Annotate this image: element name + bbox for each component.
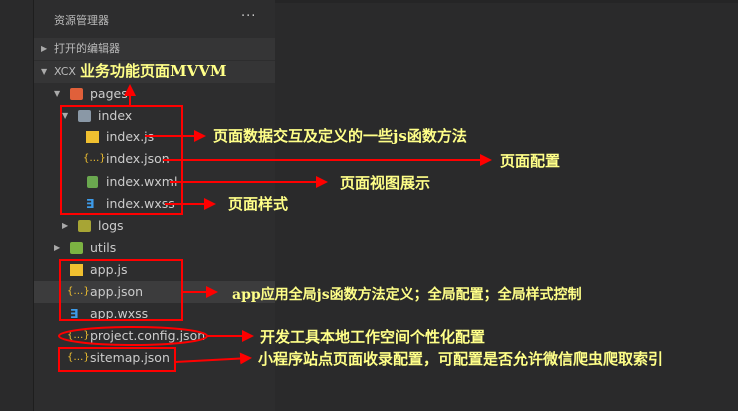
activity-bar <box>0 0 34 411</box>
tree-item-utils[interactable]: ▶ utils <box>34 237 275 259</box>
explorer-title: 资源管理器 <box>54 14 109 27</box>
project-label: XCX <box>54 65 76 78</box>
tree-item-label: index.wxss <box>106 196 175 211</box>
tree-item-index-json[interactable]: {…} index.json <box>34 148 275 170</box>
project-section[interactable]: ▼ XCX <box>34 61 275 83</box>
wxml-file-icon <box>87 176 98 188</box>
tree-item-label: sitemap.json <box>90 350 170 365</box>
chevron-right-icon: ▶ <box>62 221 69 230</box>
tree-item-label: index.js <box>106 129 155 144</box>
folder-utils-icon <box>70 242 83 254</box>
tree-item-index-wxml[interactable]: index.wxml <box>34 171 275 193</box>
annotation-index-wxss: 页面样式 <box>228 195 289 213</box>
more-actions-button[interactable]: ··· <box>241 9 257 24</box>
sitemap-arrow <box>174 352 252 365</box>
js-file-icon <box>70 264 83 276</box>
tree-item-app-wxss[interactable]: ∃ app.wxss <box>34 303 275 325</box>
tree-item-label: logs <box>98 218 124 233</box>
tree-item-label: index <box>98 108 133 123</box>
sitemap-box <box>58 347 176 372</box>
tree-item-label: pages <box>90 86 128 101</box>
annotation-index-json: 页面配置 <box>500 152 561 170</box>
chevron-right-icon: ▶ <box>41 44 48 53</box>
tree-item-project-config[interactable]: {…} project.config.json <box>34 325 275 347</box>
chevron-down-icon: ▼ <box>54 89 61 98</box>
folder-pages-icon <box>70 88 83 100</box>
folder-open-icon <box>78 110 91 122</box>
tree-item-logs[interactable]: ▶ logs <box>34 215 275 237</box>
chevron-down-icon: ▼ <box>41 67 48 76</box>
annotation-sitemap: 小程序站点页面收录配置，可配置是否允许微信爬虫爬取索引 <box>258 350 664 368</box>
app-group-box <box>59 259 183 321</box>
tree-item-sitemap[interactable]: {…} sitemap.json <box>34 347 275 369</box>
tree-item-label: project.config.json <box>90 328 206 343</box>
css-file-icon: ∃ <box>86 196 95 211</box>
tree-item-label: app.json <box>90 284 144 299</box>
open-editors-section[interactable]: ▶ 打开的编辑器 <box>34 38 275 60</box>
tree-item-index-wxss[interactable]: ∃ index.wxss <box>34 193 275 215</box>
js-file-icon <box>86 131 99 143</box>
json-file-icon: {…} <box>67 352 90 363</box>
tree-item-label: index.json <box>106 151 170 166</box>
title-bar <box>34 0 738 3</box>
json-file-icon: {…} <box>67 330 90 341</box>
annotation-app: app应用全局js函数方法定义；全局配置；全局样式控制 <box>232 287 582 303</box>
open-editors-label: 打开的编辑器 <box>54 42 120 55</box>
tree-item-pages[interactable]: ▼ pages <box>34 83 275 105</box>
tree-item-label: utils <box>90 240 117 255</box>
annotation-index-js: 页面数据交互及定义的一些js函数方法 <box>213 127 467 145</box>
tree-item-label: app.js <box>90 262 128 277</box>
annotation-index-wxml: 页面视图展示 <box>340 174 431 192</box>
chevron-down-icon: ▼ <box>62 111 69 120</box>
css-file-icon: ∃ <box>70 306 79 321</box>
json-file-icon: {…} <box>67 286 90 297</box>
tree-item-label: index.wxml <box>106 174 178 189</box>
folder-logs-icon <box>78 220 91 232</box>
tree-item-app-js[interactable]: app.js <box>34 259 275 281</box>
chevron-right-icon: ▶ <box>54 243 61 252</box>
tree-item-index-js[interactable]: index.js <box>34 126 275 148</box>
tree-item-label: app.wxss <box>90 306 149 321</box>
project-config-ellipse <box>58 326 208 346</box>
annotation-project-config: 开发工具本地工作空间个性化配置 <box>260 328 486 346</box>
tree-item-index-folder[interactable]: ▼ index <box>34 105 275 127</box>
annotation-mvvm: 业务功能页面MVVM <box>80 62 227 80</box>
json-file-icon: {…} <box>83 153 106 164</box>
